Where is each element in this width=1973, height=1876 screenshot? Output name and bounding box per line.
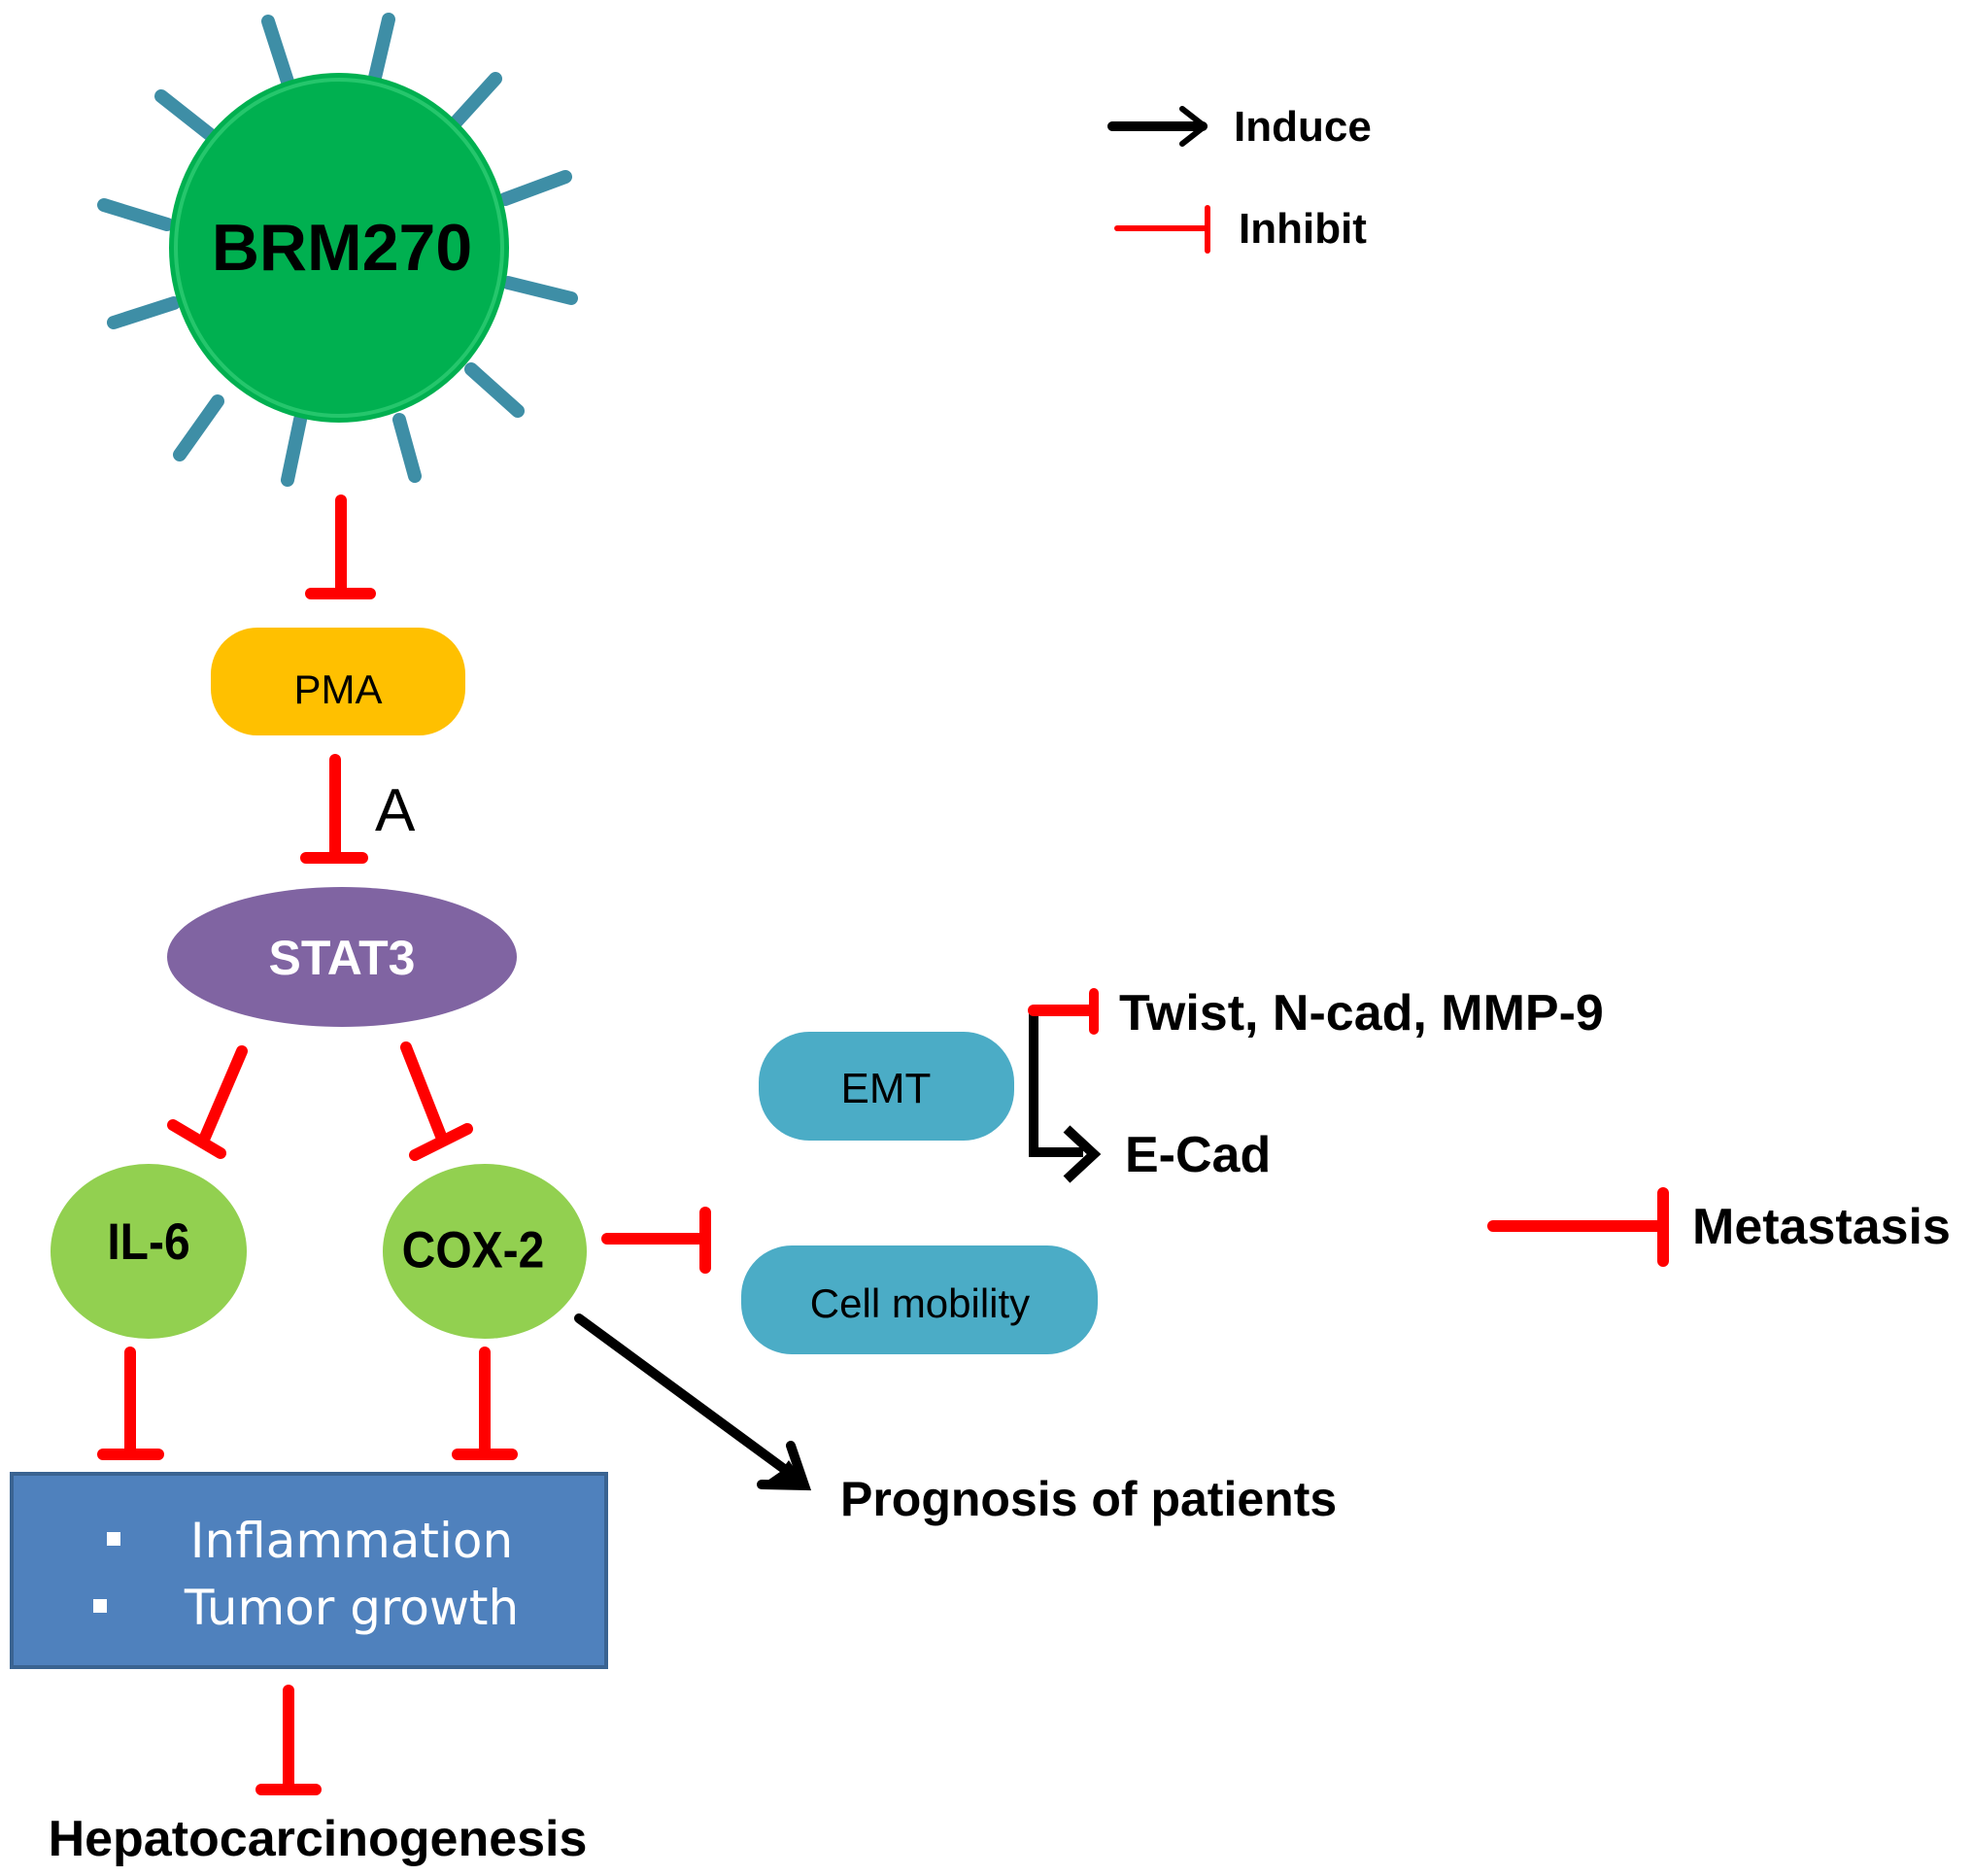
effects-item-tumor-growth: Tumor growth: [184, 1580, 519, 1636]
il6-label: IL-6: [107, 1212, 189, 1271]
cox2-node: COX-2: [383, 1164, 587, 1339]
inhibit-stat3-cox2: [400, 1041, 473, 1161]
inhibit-il6-box: [97, 1347, 164, 1460]
brm270-label: BRM270: [212, 211, 472, 285]
brm270-node: BRM270: [97, 13, 578, 487]
legend-induce-label: Induce: [1234, 103, 1372, 151]
prognosis-label: Prognosis of patients: [840, 1472, 1337, 1526]
cox2-label: COX-2: [402, 1220, 545, 1279]
inhibit-brm270-pma: [305, 495, 376, 599]
label-a-marker: A: [375, 777, 416, 844]
inhibit-cox2-cell-mobility: [601, 1207, 711, 1274]
hepatocarcinogenesis-label: Hepatocarcinogenesis: [49, 1811, 588, 1867]
twist-ncad-mmp9-label: Twist, N-cad, MMP-9: [1119, 985, 1604, 1041]
legend-inhibit-label: Inhibit: [1239, 205, 1367, 253]
cell-mobility-node: Cell mobility: [741, 1245, 1098, 1354]
inhibit-pma-stat3: [300, 754, 368, 864]
bullet-icon: [107, 1532, 120, 1546]
il6-node: IL-6: [51, 1164, 247, 1339]
effects-box: Inflammation Tumor growth: [10, 1472, 608, 1669]
inhibit-metastasis: [1487, 1187, 1669, 1267]
legend: Induce Inhibit: [1107, 103, 1372, 254]
emt-label: EMT: [841, 1065, 932, 1112]
spike-icon: [97, 13, 578, 487]
pma-node: PMA: [211, 628, 465, 735]
cell-mobility-label: Cell mobility: [810, 1280, 1030, 1326]
induce-cox2-prognosis: [574, 1313, 812, 1491]
metastasis-label: Metastasis: [1692, 1199, 1951, 1255]
legend-inhibit-bar-icon: [1114, 205, 1210, 254]
pma-label: PMA: [293, 666, 382, 712]
inhibit-stat3-il6: [167, 1045, 248, 1159]
stat3-label: STAT3: [269, 931, 416, 985]
effects-item-inflammation: Inflammation: [190, 1513, 513, 1569]
bullet-icon: [93, 1599, 107, 1613]
ecad-label: E-Cad: [1125, 1127, 1271, 1183]
emt-branch: [1028, 988, 1102, 1183]
inhibit-box-hepatocarcinogenesis: [255, 1685, 322, 1795]
emt-node: EMT: [759, 1032, 1014, 1141]
inhibit-cox2-box: [452, 1347, 518, 1460]
brm270-body: [169, 73, 509, 423]
stat3-node: STAT3: [167, 887, 517, 1027]
legend-induce-arrow-icon: [1107, 106, 1208, 147]
